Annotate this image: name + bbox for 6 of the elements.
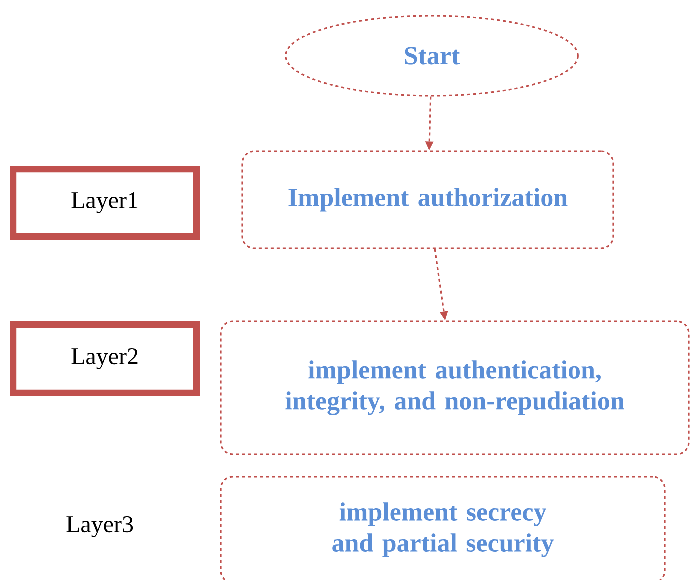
layer-label: Layer3: [66, 516, 134, 538]
layer-box: Layer1: [10, 166, 200, 240]
process-box: Implement authorization: [242, 150, 614, 250]
process-box: implement authentication, integrity, and non-repudiation: [220, 320, 690, 456]
layer-box: Layer2: [10, 322, 200, 396]
process-box: implement secrecy and partial security: [220, 476, 666, 580]
